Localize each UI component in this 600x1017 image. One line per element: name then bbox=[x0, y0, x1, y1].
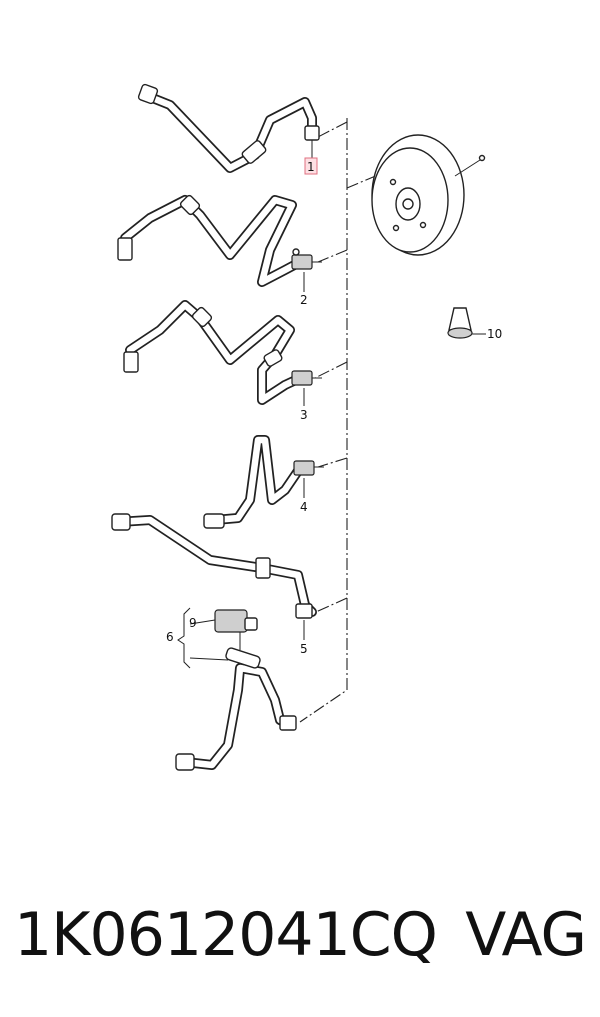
reference-line bbox=[299, 118, 386, 723]
parts-diagram: 1 2 3 4 5 6 9 10 bbox=[111, 83, 502, 771]
callout-3: 3 bbox=[300, 408, 308, 422]
part-number: 1K0612041CQ bbox=[14, 900, 438, 970]
callout-2: 2 bbox=[300, 293, 308, 307]
callout-1-highlight bbox=[304, 157, 318, 175]
part-caption: 1K0612041CQ VAG bbox=[0, 890, 600, 980]
vacuum-hose-3 bbox=[123, 300, 322, 406]
callout-9: 9 bbox=[189, 616, 197, 630]
callout-4: 4 bbox=[300, 500, 308, 514]
vacuum-hose-4 bbox=[203, 435, 324, 529]
callout-10: 10 bbox=[487, 327, 502, 341]
vacuum-hose-1 bbox=[137, 83, 320, 173]
brand-label: VAG bbox=[465, 900, 587, 970]
callout-5: 5 bbox=[300, 642, 308, 656]
bracket-6 bbox=[177, 607, 191, 669]
vacuum-hose-2 bbox=[117, 194, 322, 292]
vacuum-hose-6 bbox=[175, 609, 297, 771]
brake-booster bbox=[371, 134, 486, 256]
cap-part-10 bbox=[447, 307, 486, 339]
vacuum-hose-5 bbox=[111, 513, 317, 640]
callout-6: 6 bbox=[166, 630, 174, 644]
callout-1: 1 bbox=[307, 160, 315, 174]
